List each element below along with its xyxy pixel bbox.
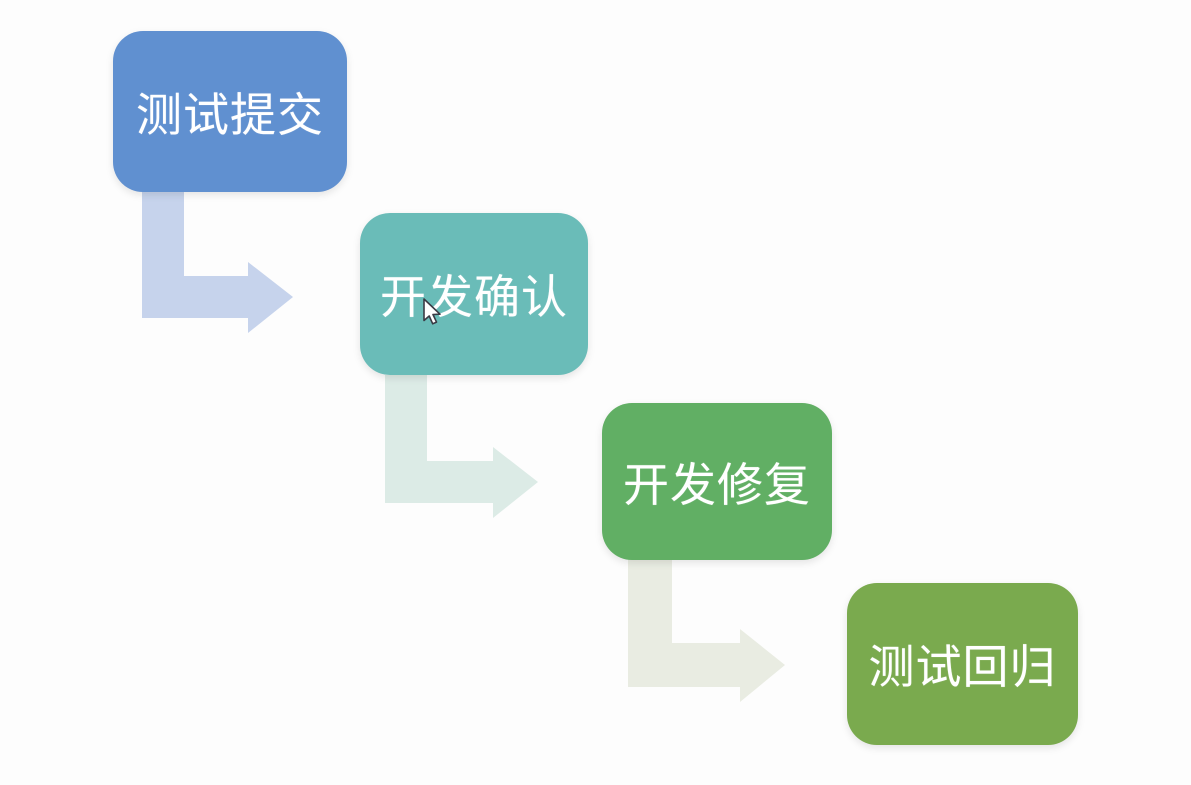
mouse-cursor-icon [423, 298, 441, 325]
step-box-dev-fix: 开发修复 [602, 403, 832, 560]
elbow-arrow-shape [628, 559, 785, 702]
connector-arrow-step3-step4 [628, 559, 785, 702]
connector-arrow-step1-step2 [142, 190, 293, 333]
elbow-arrow-shape [142, 190, 293, 333]
cursor-pointer-shape [423, 298, 441, 325]
step-box-test-submit: 测试提交 [113, 31, 347, 192]
connector-arrow-step2-step3 [385, 375, 538, 518]
step-box-dev-confirm: 开发确认 [360, 213, 588, 375]
elbow-arrow-shape [385, 375, 538, 518]
step-box-test-regression: 测试回归 [847, 583, 1078, 745]
step-label-dev-fix: 开发修复 [623, 458, 811, 511]
step-label-test-regression: 测试回归 [868, 641, 1057, 693]
step-label-test-submit: 测试提交 [136, 88, 324, 141]
step-label-dev-confirm: 开发确认 [380, 271, 568, 323]
